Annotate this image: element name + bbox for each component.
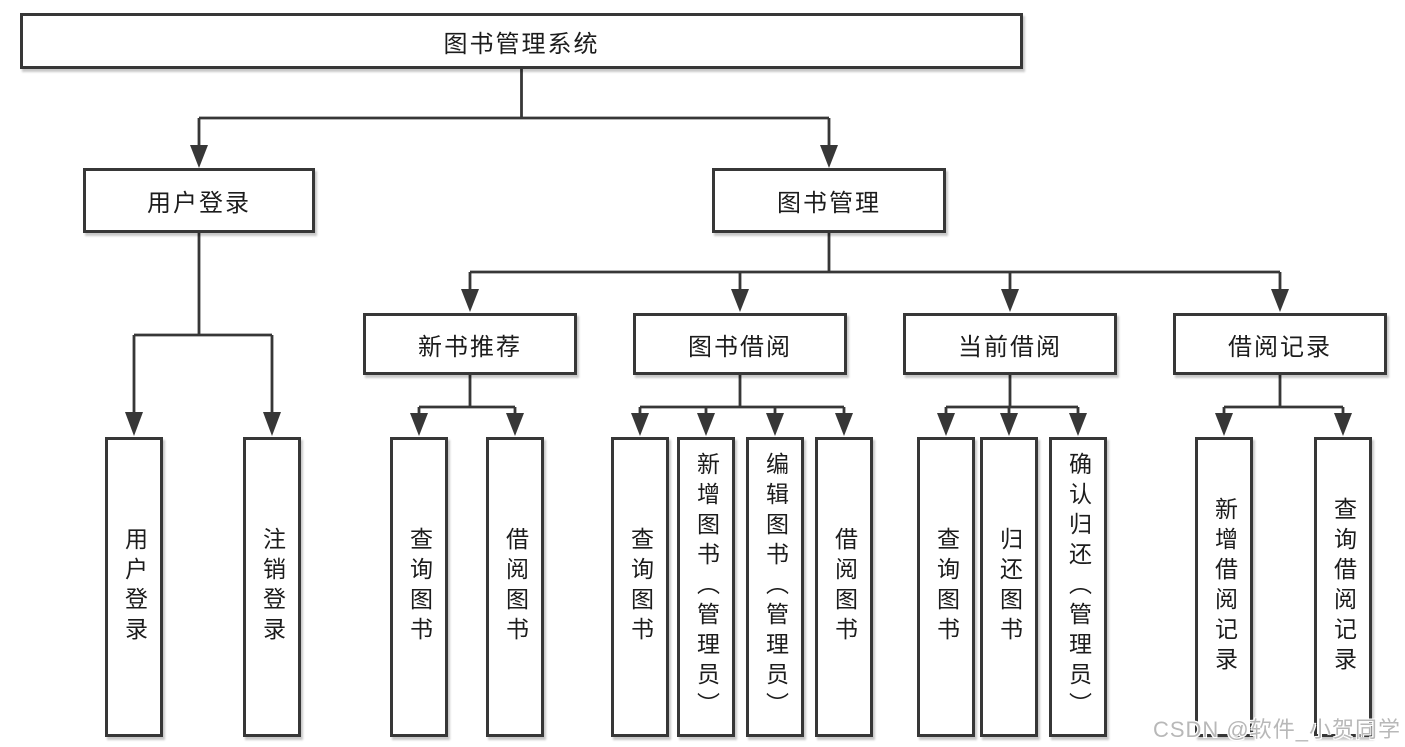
leaf-logout-login-label: 注销登录 [259,527,286,647]
leaf-recommend-query-books-label: 查询图书 [406,527,433,647]
leaf-current-query-books-label: 查询图书 [933,527,960,647]
connector-current-borrow-to-leaves [944,375,1080,415]
leaf-recommend-query-books: 查询图书 [390,437,448,737]
connector-user-login-to-leaves [132,233,274,414]
node-current-borrow: 当前借阅 [903,313,1117,375]
leaf-current-confirm-return-admin: 确认归还（管理员） [1049,437,1107,737]
node-new-book-recommend: 新书推荐 [363,313,577,375]
leaf-borrow-add-books-admin-label: 新增图书（管理员） [693,452,720,722]
leaf-current-confirm-return-admin-label: 确认归还（管理员） [1065,452,1092,722]
leaf-logout-login: 注销登录 [243,437,301,737]
leaf-records-query-record: 查询借阅记录 [1314,437,1372,737]
node-book-borrow: 图书借阅 [633,313,847,375]
leaf-recommend-borrow-books: 借阅图书 [486,437,544,737]
leaf-borrow-edit-books-admin-label: 编辑图书（管理员） [762,452,789,722]
leaf-borrow-add-books-admin: 新增图书（管理员） [677,437,735,737]
leaf-records-query-record-label: 查询借阅记录 [1330,497,1357,677]
leaf-user-login: 用户登录 [105,437,163,737]
watermark: CSDN @软件_小贺同学 [1152,717,1401,742]
node-book-management: 图书管理 [712,168,946,233]
leaf-records-add-record-label: 新增借阅记录 [1211,497,1238,677]
leaf-current-return-books-label: 归还图书 [996,527,1023,647]
node-root: 图书管理系统 [20,13,1023,69]
node-user-login: 用户登录 [83,168,315,233]
connector-book-borrow-to-leaves [638,375,846,415]
leaf-current-query-books: 查询图书 [917,437,975,737]
leaf-borrow-borrow-books-label: 借阅图书 [831,527,858,647]
leaf-recommend-borrow-books-label: 借阅图书 [502,527,529,647]
connector-root-to-level2 [197,69,831,146]
leaf-borrow-query-books: 查询图书 [611,437,669,737]
leaf-borrow-borrow-books: 借阅图书 [815,437,873,737]
leaf-records-add-record: 新增借阅记录 [1195,437,1253,737]
connector-borrow-records-to-leaves [1222,375,1345,415]
leaf-borrow-query-books-label: 查询图书 [627,527,654,647]
connector-book-management-to-sections [468,233,1282,291]
node-borrow-records: 借阅记录 [1173,313,1387,375]
connector-new-book-recommend-to-leaves [417,375,517,415]
leaf-current-return-books: 归还图书 [980,437,1038,737]
leaf-user-login-label: 用户登录 [121,527,148,647]
leaf-borrow-edit-books-admin: 编辑图书（管理员） [746,437,804,737]
